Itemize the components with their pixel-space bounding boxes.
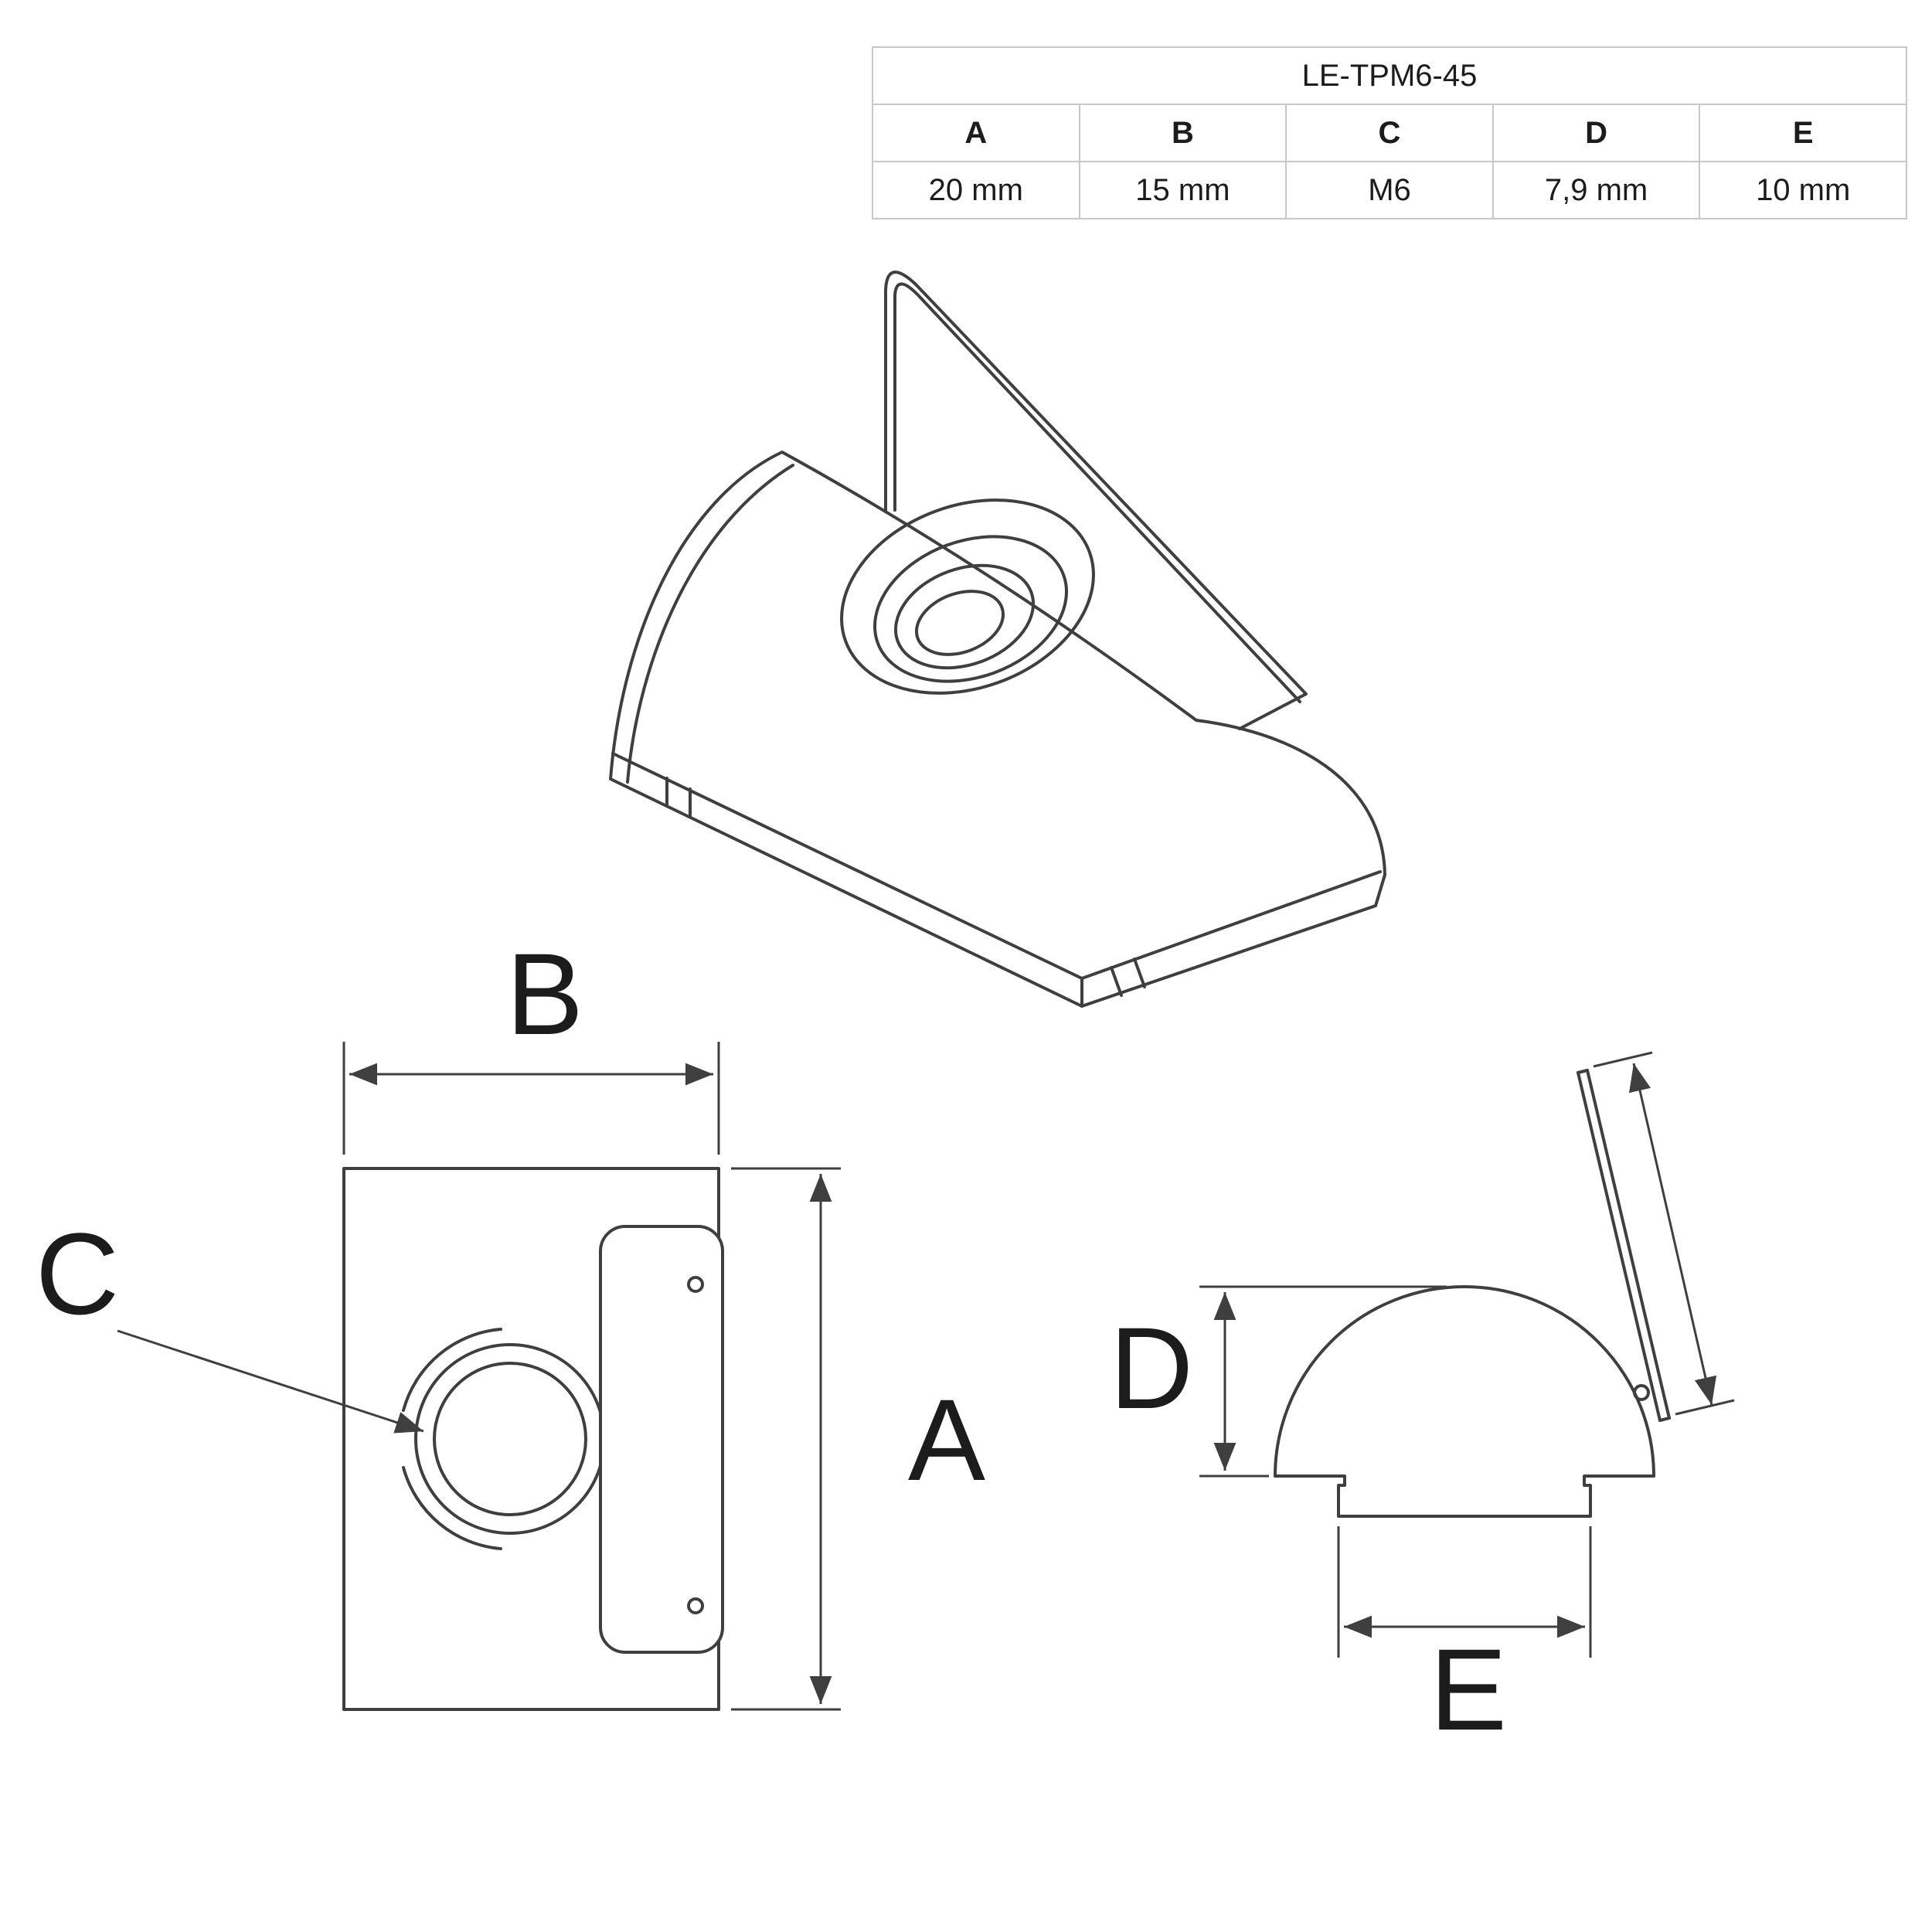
dim-label-E: E bbox=[1430, 1624, 1507, 1754]
front-rivet-top bbox=[687, 1276, 704, 1293]
value-c: M6 bbox=[1285, 161, 1494, 219]
leaf-thickness-edge bbox=[893, 282, 1301, 703]
dimension-leaf-length bbox=[1593, 1051, 1735, 1416]
value-d: 7,9 mm bbox=[1492, 161, 1701, 219]
front-countersink-arc-top bbox=[402, 1328, 502, 1412]
dim-label-C: C bbox=[36, 1209, 119, 1338]
front-rivet-bottom bbox=[687, 1597, 704, 1614]
hole-outer-rim bbox=[840, 498, 1095, 695]
dim-leaf-extension-bottom bbox=[1675, 1399, 1735, 1416]
front-hole-outer-circle bbox=[414, 1343, 606, 1535]
dim-label-A: A bbox=[908, 1375, 985, 1505]
front-view: B A C bbox=[36, 929, 985, 1711]
dimension-B: B bbox=[342, 929, 720, 1155]
iso-threaded-hole bbox=[840, 498, 1095, 695]
front-countersink-arc-bottom bbox=[402, 1466, 502, 1550]
col-header-d: D bbox=[1492, 104, 1701, 162]
side-dome-arc bbox=[1274, 1285, 1655, 1478]
side-view: D E bbox=[1110, 1051, 1735, 1754]
hole-thread-ring-2 bbox=[893, 563, 1036, 670]
leaf-outline bbox=[884, 270, 1308, 730]
value-e: 10 mm bbox=[1699, 161, 1907, 219]
value-b: 15 mm bbox=[1078, 161, 1287, 219]
table-value-row: 20 mm 15 mm M6 7,9 mm 10 mm bbox=[872, 161, 1907, 219]
dimension-E: E bbox=[1337, 1526, 1592, 1754]
table-title: LE-TPM6-45 bbox=[872, 46, 1907, 105]
iso-spring-leaf bbox=[884, 270, 1308, 730]
side-spring-leaf bbox=[1577, 1069, 1671, 1422]
iso-notch-front bbox=[1110, 957, 1146, 997]
isometric-view bbox=[609, 270, 1386, 1008]
dimension-table: LE-TPM6-45 A B C D E 20 mm 15 mm M6 7,9 … bbox=[872, 46, 1907, 219]
front-body-rect bbox=[342, 1167, 720, 1711]
col-header-b: B bbox=[1078, 104, 1287, 162]
front-hole-inner-circle bbox=[433, 1362, 587, 1516]
col-header-e: E bbox=[1699, 104, 1907, 162]
callout-C-leader bbox=[117, 1329, 424, 1434]
hole-thread-ring-1 bbox=[873, 535, 1068, 683]
hole-thread-ring-3 bbox=[914, 590, 1005, 656]
table-title-row: LE-TPM6-45 bbox=[872, 46, 1907, 105]
iso-body-outline bbox=[609, 451, 1386, 1008]
callout-C: C bbox=[36, 1209, 424, 1434]
dimension-A: A bbox=[731, 1167, 985, 1711]
dim-label-D: D bbox=[1110, 1303, 1193, 1433]
dimension-D: D bbox=[1110, 1285, 1447, 1478]
dim-label-B: B bbox=[506, 929, 583, 1059]
side-leaf-tip-cap bbox=[1577, 1069, 1671, 1422]
iso-back-face-arc bbox=[626, 464, 794, 784]
side-leaf-line-2 bbox=[1586, 1069, 1671, 1420]
front-spring-plate bbox=[599, 1225, 724, 1654]
side-leaf-rivet bbox=[1633, 1384, 1650, 1401]
iso-notch-left bbox=[665, 777, 692, 818]
dim-leaf-extension-top bbox=[1593, 1051, 1653, 1068]
side-foot-profile bbox=[1274, 1475, 1655, 1518]
col-header-a: A bbox=[872, 104, 1080, 162]
table-header-row: A B C D E bbox=[872, 104, 1907, 162]
value-a: 20 mm bbox=[872, 161, 1080, 219]
dim-leaf-line bbox=[1628, 1063, 1717, 1406]
col-header-c: C bbox=[1285, 104, 1494, 162]
